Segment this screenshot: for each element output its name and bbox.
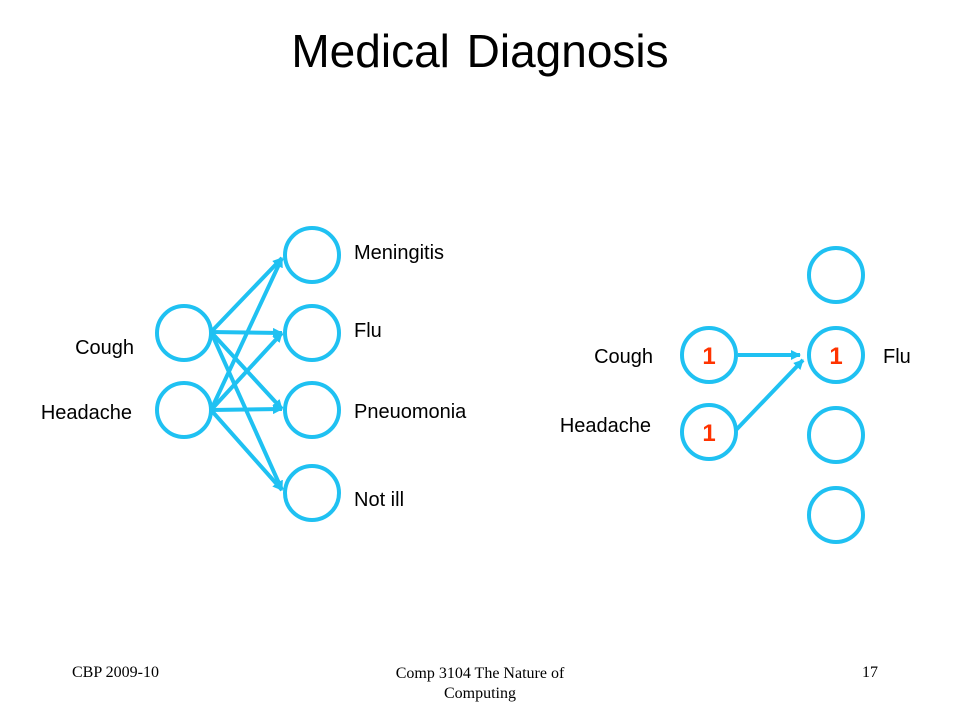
output-node-meningitis: [283, 226, 341, 284]
active-input-node-headache: [680, 403, 738, 461]
active-output-value-flu: 1: [829, 343, 842, 370]
output-label-pneuomonia: Pneuomonia: [354, 401, 467, 423]
active-input-label-headache: Headache: [560, 415, 651, 437]
footer-center-line2: Computing: [443, 685, 516, 702]
edge-headache-not-ill: [209, 408, 284, 492]
active-output-node-4: [807, 486, 865, 544]
footer-center: Comp 3104 The Nature of Computing: [330, 664, 630, 704]
footer-left: CBP 2009-10: [72, 664, 159, 681]
output-label-meningitis: Meningitis: [354, 242, 444, 264]
edge-headache-flu: [209, 331, 284, 412]
slide-title: Medical Diagnosis: [291, 25, 669, 77]
active-output-node-3: [807, 406, 865, 464]
output-node-pneuomonia: [283, 381, 341, 439]
input-label-cough: Cough: [75, 337, 134, 359]
active-input-value-headache: 1: [702, 420, 715, 447]
input-node-headache: [155, 381, 213, 439]
footer-center-line1: Comp 3104 The Nature of: [395, 665, 565, 682]
active-input-value-cough: 1: [702, 343, 715, 370]
slide-number: 17: [862, 664, 878, 681]
output-label-not-ill: Not ill: [354, 489, 404, 511]
output-node-flu: [283, 304, 341, 362]
left-connections: [209, 256, 284, 492]
active-input-label-cough: Cough: [594, 346, 653, 368]
edge-headache-pneuomonia: [210, 404, 283, 415]
output-node-not-ill: [283, 464, 341, 522]
active-input-node-cough: [680, 326, 738, 384]
output-label-flu: Flu: [354, 320, 382, 342]
active-output-label-flu: Flu: [883, 346, 911, 368]
edge-headache-meningitis: [209, 257, 284, 411]
active-output-node-flu: [807, 326, 865, 384]
input-node-cough: [155, 304, 213, 362]
edge-active-headache-flu: [734, 358, 805, 432]
right-connections: [734, 350, 805, 432]
active-output-node-1: [807, 246, 865, 304]
input-label-headache: Headache: [41, 402, 132, 424]
edge-cough-meningitis: [209, 256, 284, 334]
